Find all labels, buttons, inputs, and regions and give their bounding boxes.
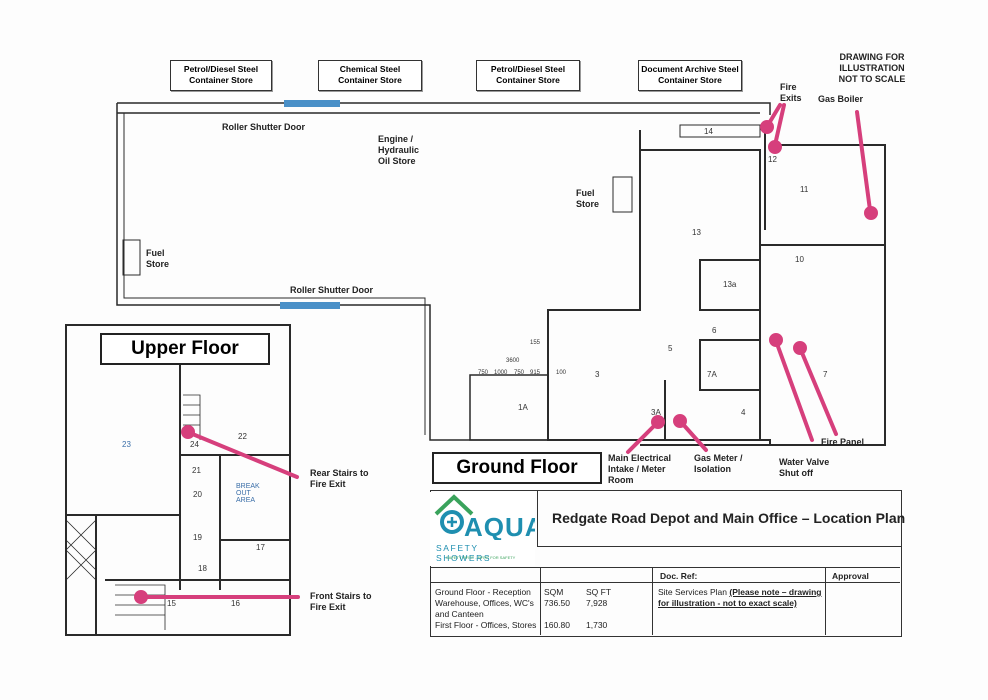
dimension: 1000 (494, 370, 508, 376)
warehouse-outline (116, 102, 771, 441)
store-label-petrol-1: Petrol/Diesel Steel Container Store (170, 60, 272, 91)
room-number: 11 (800, 185, 809, 194)
office-outline (547, 130, 886, 446)
room-number: 17 (256, 543, 265, 552)
marker-lines (134, 103, 878, 604)
upper-floor-outline (65, 324, 291, 636)
store-label-document-archive: Document Archive Steel Container Store (638, 60, 742, 91)
label-roller-door-bottom: Roller Shutter Door (290, 285, 374, 295)
column-divider (652, 567, 653, 635)
room-number: 4 (741, 408, 746, 417)
room-number: 13 (692, 228, 701, 237)
room-number: 6 (712, 326, 717, 335)
doc-ref-value: Site Services Plan (658, 587, 727, 597)
label-break-out-area: BREAK OUT AREA (236, 483, 260, 504)
label-fuel-store-right: Fuel Store (576, 188, 600, 209)
label-electrical-intake: Main Electrical Intake / Meter Room (608, 453, 672, 485)
label-rear-stairs: Rear Stairs to Fire Exit (310, 468, 369, 489)
label-gas-boiler: Gas Boiler (818, 94, 864, 104)
dimension: 3600 (506, 358, 520, 364)
logo-house-drop-icon: AQUA (434, 494, 544, 542)
store-label-petrol-2: Petrol/Diesel Steel Container Store (476, 60, 580, 91)
sqft-header: SQ FT (586, 587, 612, 597)
sqm-header: SQM (544, 587, 564, 597)
label-roller-door-top: Roller Shutter Door (222, 122, 306, 132)
ground-sqft: 7,928 (586, 598, 608, 608)
label-fire-exits: Fire Exits (780, 82, 802, 103)
room-number: 10 (795, 255, 804, 264)
room-number: 16 (231, 599, 240, 608)
column-divider (540, 567, 541, 635)
label-gas-meter: Gas Meter / Isolation (694, 453, 743, 474)
room-number: 20 (193, 490, 202, 499)
logo-subtitle: SAFETY SHOWERS (436, 543, 492, 563)
ground-floor-description: Ground Floor - Reception Warehouse, Offi… (435, 587, 534, 619)
room-number: 14 (704, 127, 713, 136)
room-number: 3A (651, 408, 661, 417)
room-number: 19 (193, 533, 202, 542)
document-title: Redgate Road Depot and Main Office – Loc… (552, 510, 906, 526)
not-to-scale-notice: DRAWING FOR ILLUSTRATION NOT TO SCALE (838, 52, 906, 84)
room-number: 24 (190, 440, 199, 449)
table-top-rule (430, 567, 900, 636)
room-number: 22 (238, 432, 247, 441)
label-fire-panel: Fire Panel (821, 437, 865, 447)
label-front-stairs: Front Stairs to Fire Exit (310, 591, 372, 612)
label-engine-oil-store: Engine / Hydraulic Oil Store (378, 134, 420, 166)
room-number: 1A (518, 403, 528, 412)
label-water-valve: Water Valve Shut off (779, 457, 830, 478)
ground-floor-title: Ground Floor (432, 452, 602, 484)
logo-tagline: SAFETY FIRST - FIRST FOR SAFETY (446, 555, 516, 560)
upper-floor-title: Upper Floor (100, 333, 270, 365)
room-number: 23 (122, 440, 131, 449)
dimension: 750 (478, 370, 489, 376)
store-label-chemical: Chemical Steel Container Store (318, 60, 422, 91)
room-number: 15 (167, 599, 176, 608)
dimension: 155 (530, 340, 541, 346)
room-number: 12 (768, 155, 777, 164)
svg-text:AQUA: AQUA (464, 512, 535, 540)
first-floor-description: First Floor - Offices, Stores (435, 620, 537, 630)
label-fuel-store-left: Fuel Store (146, 248, 170, 269)
aqua-logo: AQUA SAFETY SHOWERS SAFETY FIRST - FIRST… (430, 492, 544, 566)
approval-label: Approval (832, 571, 869, 581)
room-number: 13a (723, 280, 737, 289)
dimension: 100 (556, 370, 567, 376)
dimension: 915 (530, 370, 541, 376)
first-sqft: 1,730 (586, 620, 608, 630)
dimension: 750 (514, 370, 525, 376)
doc-ref-label: Doc. Ref: (660, 571, 698, 581)
room-number: 3 (595, 370, 600, 379)
room-number: 7 (823, 370, 828, 379)
title-cell (537, 490, 902, 547)
table-header-rule (430, 582, 900, 583)
ground-sqm: 736.50 (544, 598, 570, 608)
column-divider (825, 567, 826, 635)
room-number: 7A (707, 370, 717, 379)
room-number: 21 (192, 466, 201, 475)
room-number: 18 (198, 564, 207, 573)
room-number: 5 (668, 344, 673, 353)
first-sqm: 160.80 (544, 620, 570, 630)
doc-ref-note: (Please note – drawing for illustration … (658, 587, 822, 608)
